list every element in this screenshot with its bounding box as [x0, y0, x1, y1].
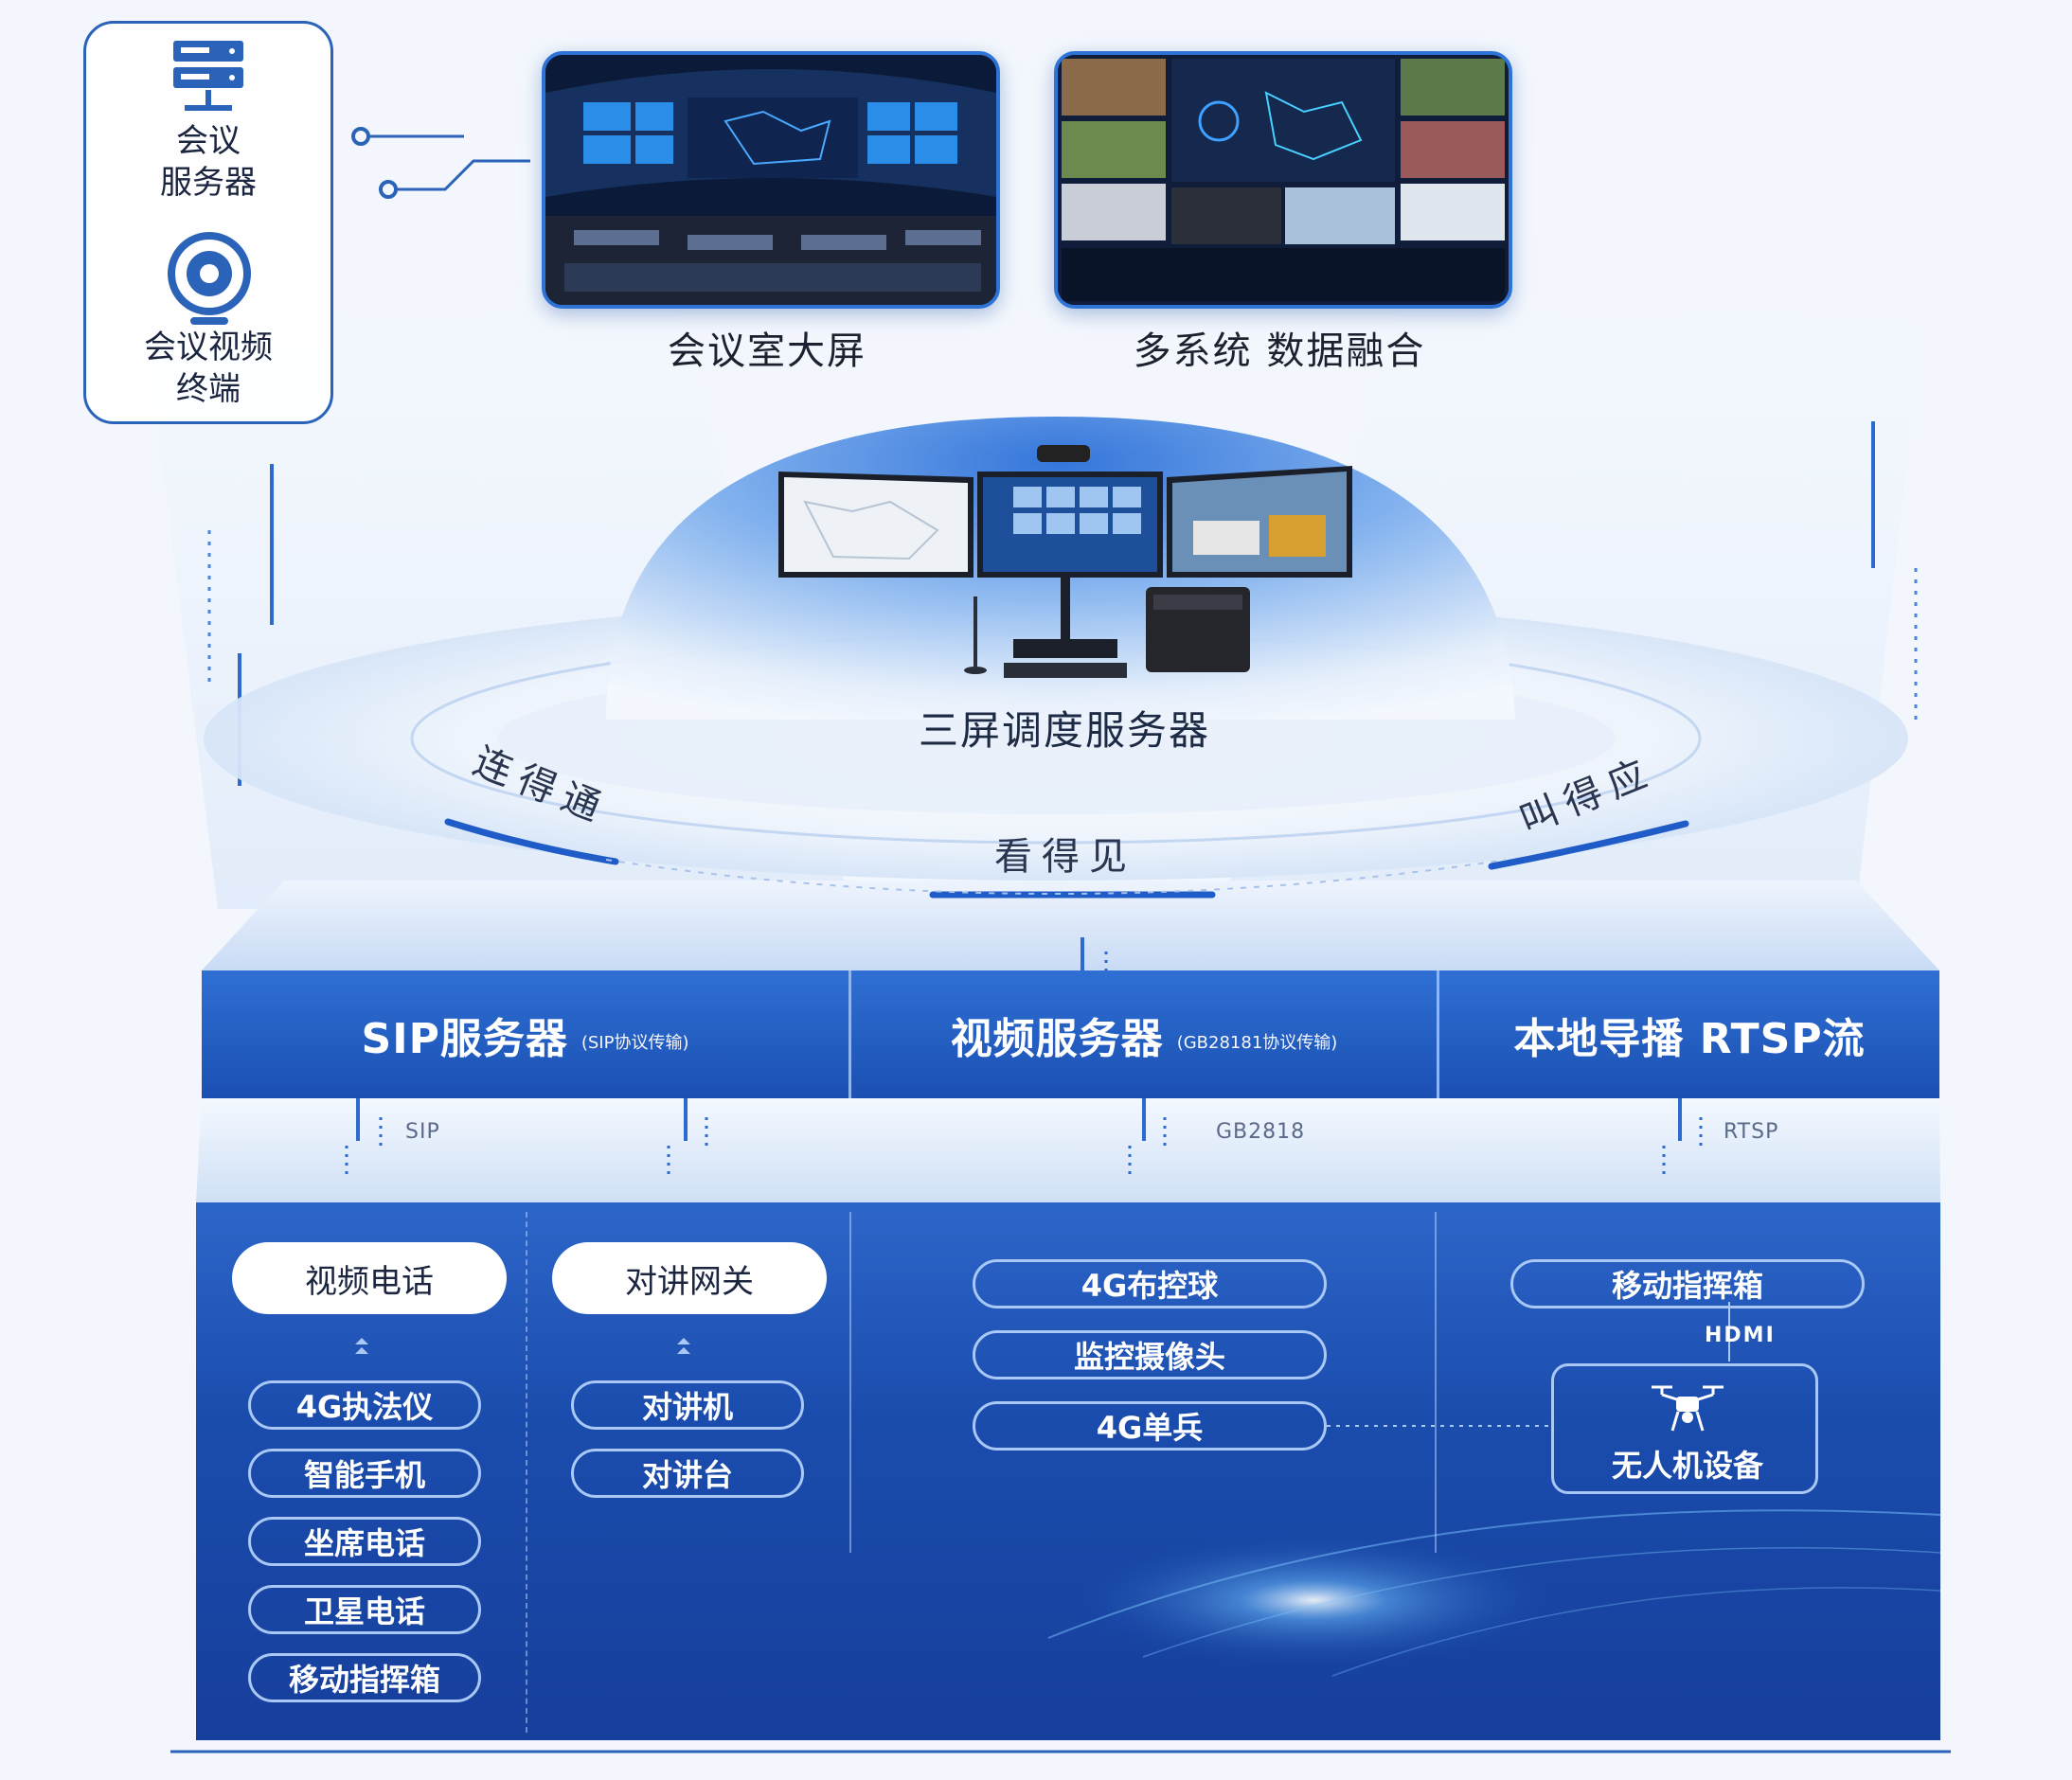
meeting-room-screen-caption: 会议室大屏	[668, 329, 866, 373]
uav-device-box: 无人机设备	[1551, 1363, 1818, 1494]
talk-gateway-header: 对讲网关	[552, 1242, 827, 1314]
rtsp-cell: 本地导播 RTSP流	[1439, 970, 1939, 1098]
server-divider	[1437, 970, 1439, 1098]
list-item: 智能手机	[248, 1449, 481, 1498]
server-divider	[848, 970, 851, 1098]
drone-icon	[1652, 1385, 1724, 1432]
sip-server-label: SIP服务器	[361, 1014, 568, 1063]
list-item: 对讲机	[571, 1380, 804, 1430]
ring-label-see: 看得见	[994, 835, 1136, 879]
mobile-command-box: 移动指挥箱	[1510, 1259, 1865, 1308]
list-item: 移动指挥箱	[248, 1653, 481, 1702]
uav-device-label: 无人机设备	[1611, 1448, 1763, 1484]
list-item: 4G单兵	[973, 1401, 1327, 1451]
terminal-label-line1: 会议视频	[144, 329, 273, 366]
webcam-icon	[168, 232, 251, 325]
list-item: 4G执法仪	[248, 1380, 481, 1430]
protocol-rtsp: RTSP	[1724, 1120, 1779, 1144]
panel-glow-graphic	[355, 1302, 1940, 1677]
server-icon	[173, 41, 243, 111]
panel-divider	[849, 1212, 851, 1553]
sip-server-cell: SIP服务器 (SIP协议传输)	[202, 970, 848, 1098]
protocol-sip: SIP	[405, 1120, 440, 1144]
three-screen-workstation-icon	[778, 445, 1352, 678]
video-server-cell: 视频服务器 (GB28181协议传输)	[851, 970, 1437, 1098]
server-label-line1: 会议	[176, 122, 241, 160]
video-server-sub: (GB28181协议传输)	[1176, 1032, 1338, 1053]
hdmi-label: HDMI	[1705, 1324, 1776, 1347]
panel-divider	[1435, 1212, 1437, 1553]
data-fusion-photo	[1054, 51, 1512, 309]
data-fusion-caption: 多系统 数据融合	[1133, 329, 1426, 373]
sip-server-sub: (SIP协议传输)	[581, 1032, 689, 1053]
rtsp-label: 本地导播 RTSP流	[1513, 1014, 1866, 1063]
panel-divider	[526, 1212, 529, 1733]
terminal-panel: 视频电话 4G执法仪 智能手机 坐席电话 卫星电话 移动指挥箱 对讲网关 对讲机…	[196, 1202, 1940, 1740]
video-server-label: 视频服务器	[950, 1014, 1164, 1063]
list-item: 4G布控球	[973, 1259, 1327, 1308]
terminal-label-line2: 终端	[176, 370, 241, 408]
meeting-room-screen-photo	[542, 51, 1000, 309]
list-item: 对讲台	[571, 1449, 804, 1498]
video-phone-header: 视频电话	[232, 1242, 507, 1314]
protocol-gb: GB2818	[1216, 1120, 1306, 1144]
server-label-line2: 服务器	[160, 164, 257, 202]
server-bar: SIP服务器 (SIP协议传输) 视频服务器 (GB28181协议传输) 本地导…	[202, 970, 1939, 1098]
endpoint-device-box: 会议 服务器 会议视频 终端	[83, 21, 333, 424]
list-item: 坐席电话	[248, 1517, 481, 1566]
list-item: 监控摄像头	[973, 1330, 1327, 1380]
dispatch-server-title: 三屏调度服务器	[919, 707, 1211, 754]
list-item: 卫星电话	[248, 1585, 481, 1634]
